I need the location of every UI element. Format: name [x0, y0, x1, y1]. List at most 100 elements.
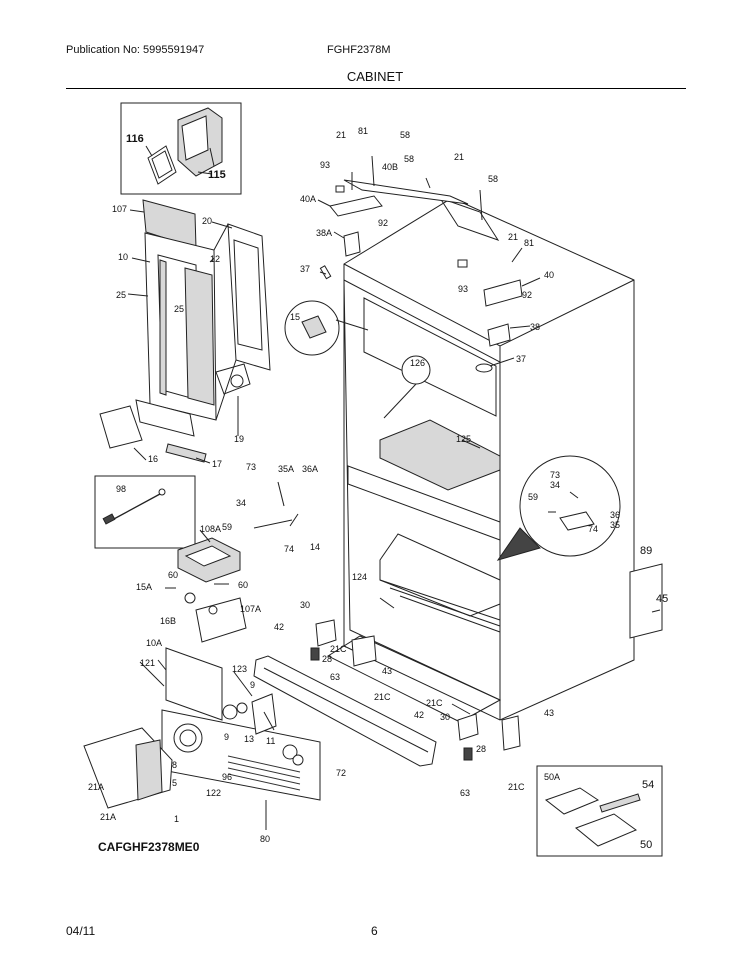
callout-21-top-mid: 21: [454, 152, 464, 162]
callout-15: 15: [290, 312, 300, 322]
callout-45: 45: [656, 593, 668, 605]
publication-number: Publication No: 5995591947: [66, 44, 205, 56]
callout-40: 40: [544, 270, 554, 280]
diagram-code: CAFGHF2378ME0: [98, 840, 200, 854]
callout-107: 107: [112, 204, 127, 214]
callout-5: 5: [172, 778, 177, 788]
callout-10: 10: [118, 252, 128, 262]
callout-37-right: 37: [516, 354, 526, 364]
callout-34-right: 34: [550, 480, 560, 490]
section-title: CABINET: [346, 69, 404, 84]
callout-80: 80: [260, 834, 270, 844]
callout-121: 121: [140, 658, 155, 668]
left-liner-assembly: [99, 199, 271, 463]
inset-frame-crisper: [536, 765, 663, 857]
callout-116: 116: [126, 133, 144, 145]
callout-36: 36: [610, 510, 620, 520]
callout-96: 96: [222, 772, 232, 782]
callout-115: 115: [208, 169, 226, 181]
callout-38: 38: [530, 322, 540, 332]
header-divider: [66, 88, 686, 89]
callout-43-right: 43: [544, 708, 554, 718]
callout-107a: 107A: [240, 604, 261, 614]
callout-13: 13: [244, 734, 254, 744]
callout-21-top-left: 21: [336, 130, 346, 140]
callout-30-right: 30: [440, 712, 450, 722]
callout-74-right: 74: [588, 524, 598, 534]
callout-25-inner: 25: [174, 304, 184, 314]
callout-37-left: 37: [300, 264, 310, 274]
callout-1: 1: [174, 814, 179, 824]
kickplate: [253, 655, 437, 767]
callout-59-right: 59: [528, 492, 538, 502]
callout-12: 12: [210, 254, 220, 264]
front-panel-assembly: [83, 647, 321, 809]
bottom-hinges: [310, 619, 521, 761]
callout-16b: 16B: [160, 616, 176, 626]
callout-30-left: 30: [300, 600, 310, 610]
callout-74-left: 74: [284, 544, 294, 554]
callout-60-left: 60: [168, 570, 178, 580]
callout-126: 126: [410, 358, 425, 368]
side-bracket: [629, 563, 663, 639]
callout-73-right: 73: [550, 470, 560, 480]
callout-54: 54: [642, 779, 654, 791]
top-hinge-hardware: [319, 185, 523, 373]
callout-42-left: 42: [274, 622, 284, 632]
callout-28-right: 28: [476, 744, 486, 754]
callout-60-right: 60: [238, 580, 248, 590]
callout-93-top: 93: [320, 160, 330, 170]
callout-9-lower: 9: [224, 732, 229, 742]
callout-15a: 15A: [136, 582, 152, 592]
model-number: FGHF2378M: [327, 44, 391, 56]
callout-34-left: 34: [236, 498, 246, 508]
callout-125: 125: [456, 434, 471, 444]
callout-43-left: 43: [382, 666, 392, 676]
callout-38a: 38A: [316, 228, 332, 238]
callout-21c-d: 21C: [508, 782, 525, 792]
callout-72: 72: [336, 768, 346, 778]
callout-124: 124: [352, 572, 367, 582]
callout-81-right: 81: [524, 238, 534, 248]
callout-14: 14: [310, 542, 320, 552]
callout-11: 11: [266, 736, 275, 746]
callout-58-right: 58: [488, 174, 498, 184]
inset-frame-115-116: [120, 102, 242, 195]
callout-20: 20: [202, 216, 212, 226]
callout-21c-a: 21C: [330, 644, 347, 654]
detail-circles: [284, 300, 621, 561]
footer-page-number: 6: [371, 924, 378, 938]
callout-21c-b: 21C: [374, 692, 391, 702]
callout-81-top: 81: [358, 126, 368, 136]
refrigerator-cabinet: [326, 179, 635, 723]
callout-89: 89: [640, 545, 652, 557]
callout-40b: 40B: [382, 162, 398, 172]
footer-date: 04/11: [66, 924, 96, 938]
callout-108a: 108A: [200, 524, 221, 534]
callout-17: 17: [212, 459, 222, 469]
callout-25: 25: [116, 290, 126, 300]
callout-10a: 10A: [146, 638, 162, 648]
callout-98: 98: [116, 484, 126, 494]
callout-35: 35: [610, 520, 620, 530]
callout-36a: 36A: [302, 464, 318, 474]
callout-21-right: 21: [508, 232, 518, 242]
callout-63-right: 63: [460, 788, 470, 798]
callout-93-right: 93: [458, 284, 468, 294]
callout-50: 50: [640, 839, 652, 851]
callout-19: 19: [234, 434, 244, 444]
leader-lines: [127, 145, 661, 830]
callout-21a-upper: 21A: [88, 782, 104, 792]
callout-9-upper: 9: [250, 680, 255, 690]
callout-labels: 116 115 107 20 10 12 25 25 16 17 19 98 1…: [88, 126, 668, 851]
callout-122: 122: [206, 788, 221, 798]
callout-8: 8: [172, 760, 177, 770]
callout-35a: 35A: [278, 464, 294, 474]
callout-58-mid: 58: [404, 154, 414, 164]
callout-21c-c: 21C: [426, 698, 443, 708]
callout-59-left: 59: [222, 522, 232, 532]
callout-21a-lower: 21A: [100, 812, 116, 822]
callout-63-left: 63: [330, 672, 340, 682]
inset-frame-98: [94, 475, 196, 549]
